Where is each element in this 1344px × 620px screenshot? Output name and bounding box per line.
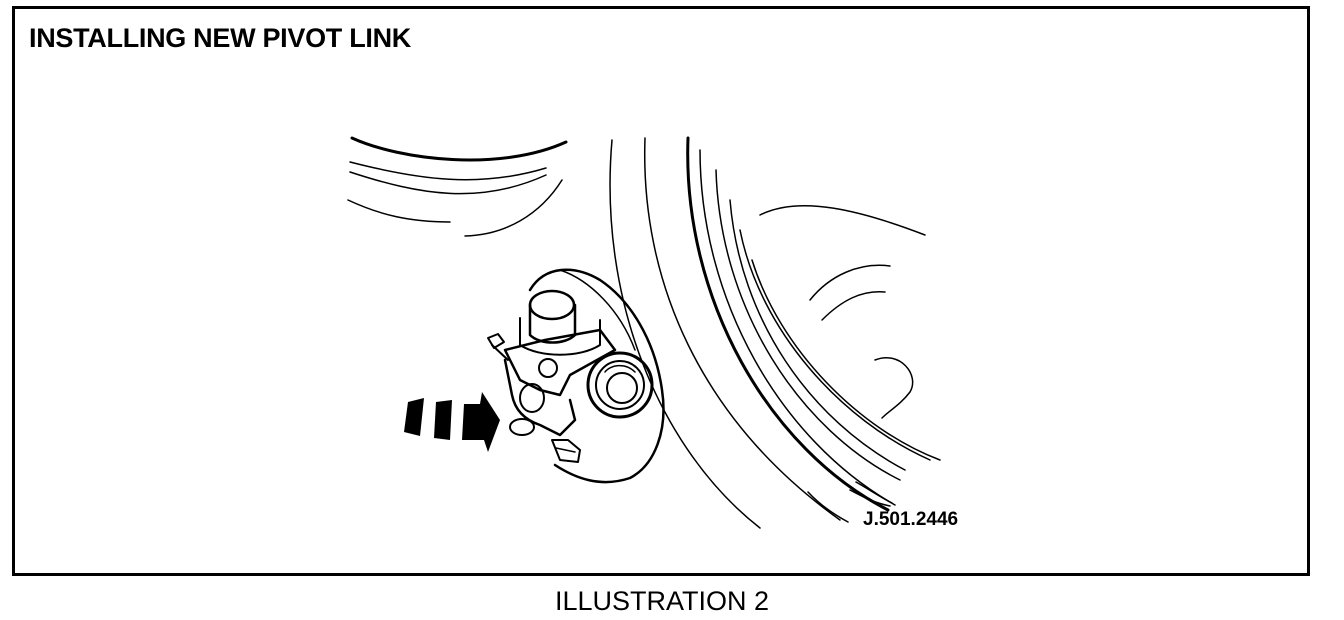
illustration-caption: ILLUSTRATION 2 <box>554 586 770 616</box>
housing-curve-14 <box>849 489 891 507</box>
housing-curve-4 <box>699 149 896 506</box>
panel-arc-1 <box>350 136 568 162</box>
arrow-dash-1 <box>404 398 424 436</box>
housing-curve-6 <box>729 199 906 471</box>
panel-arc-4 <box>347 199 451 223</box>
lower-boss <box>519 383 545 413</box>
panel-arc-2 <box>349 161 547 181</box>
housing-curve-7 <box>739 229 931 461</box>
insertion-arrow-icon <box>404 392 500 452</box>
housing-curve-1 <box>609 139 761 529</box>
lower-body <box>503 358 577 437</box>
lower-clip <box>551 439 581 463</box>
bushing-shade <box>604 364 636 373</box>
reference-leader-line <box>855 481 893 504</box>
housing-curve-13 <box>807 491 849 523</box>
illustration-title: INSTALLING NEW PIVOT LINK <box>29 23 411 53</box>
lower-clip-detail <box>555 447 576 453</box>
bushing-outer <box>586 351 654 419</box>
bolt-head <box>487 333 505 349</box>
housing-curve-10 <box>809 264 891 301</box>
housing-curve-5 <box>715 169 901 481</box>
bushing-inner <box>606 372 638 404</box>
lower-washer <box>509 418 535 436</box>
panel-arc-3 <box>349 171 547 195</box>
pivot-housing-inner <box>559 269 636 351</box>
housing-curve-9 <box>759 205 926 236</box>
housing-curve-2 <box>643 137 841 521</box>
pivot-housing-outline <box>528 268 665 484</box>
housing-curve-8 <box>751 259 941 461</box>
bushing-mid <box>595 360 645 410</box>
top-stud-cap <box>528 289 576 321</box>
link-plate-hole <box>538 358 558 378</box>
arrow-dash-2 <box>434 400 452 440</box>
housing-curve-11 <box>821 291 886 321</box>
housing-curve-12 <box>874 357 914 419</box>
arrow-head <box>462 392 500 452</box>
reference-code: J.501.2446 <box>863 509 959 530</box>
illustration-frame <box>12 6 1310 576</box>
link-plate <box>503 328 617 397</box>
panel-arc-5 <box>464 179 563 237</box>
housing-curve-3 <box>686 136 890 512</box>
